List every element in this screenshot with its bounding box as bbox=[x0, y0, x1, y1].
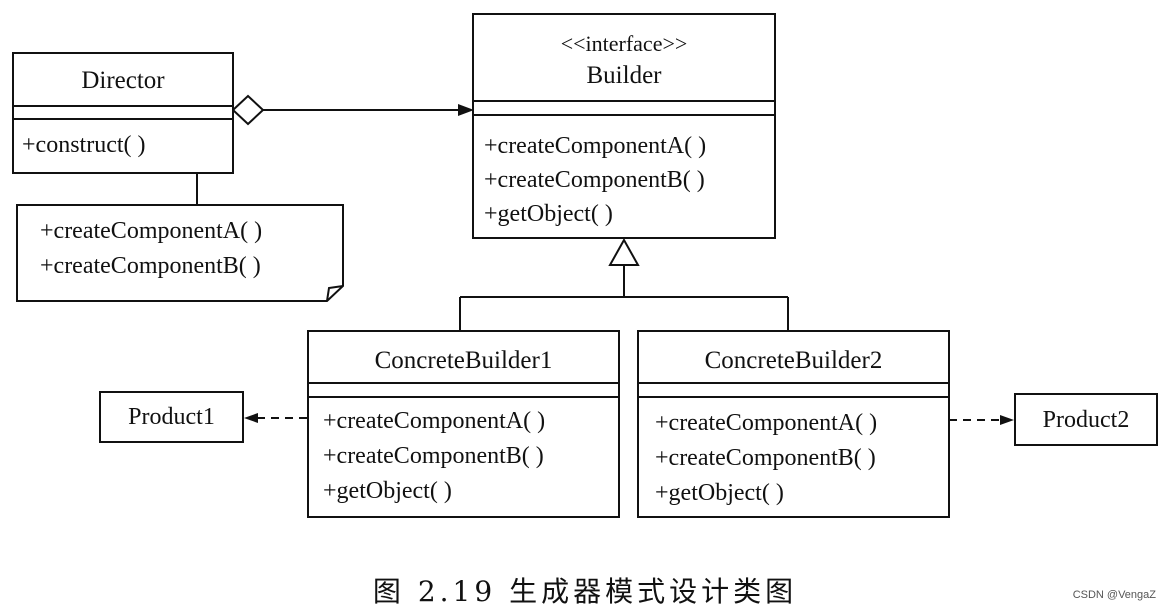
concrete-builder-2-method-create-b: +createComponentB( ) bbox=[655, 445, 876, 471]
realization-triangle bbox=[608, 237, 640, 266]
director-class: Director +construct( ) bbox=[12, 52, 234, 174]
builder-stereotype: <<interface>> bbox=[560, 31, 688, 56]
concrete-builder-1-method-get-object: +getObject( ) bbox=[323, 478, 452, 504]
dependency-arrowhead-1 bbox=[244, 413, 258, 423]
builder-class-name: Builder bbox=[586, 62, 662, 89]
concrete-builder-2-divider-1 bbox=[639, 382, 948, 384]
note-outline bbox=[16, 204, 344, 302]
director-note: +createComponentA( ) +createComponentB( … bbox=[16, 204, 344, 302]
builder-method-create-b: +createComponentB( ) bbox=[484, 167, 705, 193]
concrete-builder-2-name: ConcreteBuilder2 bbox=[704, 347, 883, 374]
concrete-builder-1-name: ConcreteBuilder1 bbox=[374, 347, 553, 374]
director-divider-1 bbox=[14, 105, 232, 107]
product-1-class: Product1 bbox=[99, 391, 244, 443]
product-2-name: Product2 bbox=[1042, 407, 1130, 433]
aggregation-diamond bbox=[231, 94, 265, 126]
builder-divider-2 bbox=[474, 114, 774, 116]
figure-caption: 图 2.19 生成器模式设计类图 bbox=[372, 575, 798, 608]
concrete-builder-2-method-get-object: +getObject( ) bbox=[655, 480, 784, 506]
aggregation-arrowhead bbox=[458, 104, 474, 116]
director-method-construct: +construct( ) bbox=[22, 132, 146, 158]
product-2-class: Product2 bbox=[1014, 393, 1158, 446]
watermark: CSDN @VengaZ bbox=[1072, 589, 1156, 601]
director-divider-2 bbox=[14, 118, 232, 120]
note-line-1: +createComponentA( ) bbox=[40, 218, 263, 244]
concrete-builder-1-divider-2 bbox=[309, 396, 618, 398]
concrete-builder-1-method-create-a: +createComponentA( ) bbox=[323, 408, 546, 434]
concrete-builder-2-class: ConcreteBuilder2 +createComponentA( ) +c… bbox=[637, 330, 950, 518]
note-line-2: +createComponentB( ) bbox=[40, 253, 261, 279]
builder-method-get-object: +getObject( ) bbox=[484, 201, 613, 227]
builder-interface: <<interface>> Builder +createComponentA(… bbox=[472, 13, 776, 239]
concrete-builder-1-divider-1 bbox=[309, 382, 618, 384]
concrete-builder-1-method-create-b: +createComponentB( ) bbox=[323, 443, 544, 469]
product-1-name: Product1 bbox=[128, 404, 215, 430]
concrete-builder-2-method-create-a: +createComponentA( ) bbox=[655, 410, 878, 436]
director-class-name: Director bbox=[81, 67, 165, 94]
builder-divider-1 bbox=[474, 100, 774, 102]
builder-method-create-a: +createComponentA( ) bbox=[484, 133, 707, 159]
dependency-arrowhead-2 bbox=[1000, 415, 1014, 425]
concrete-builder-2-divider-2 bbox=[639, 396, 948, 398]
concrete-builder-1-class: ConcreteBuilder1 +createComponentA( ) +c… bbox=[307, 330, 620, 518]
